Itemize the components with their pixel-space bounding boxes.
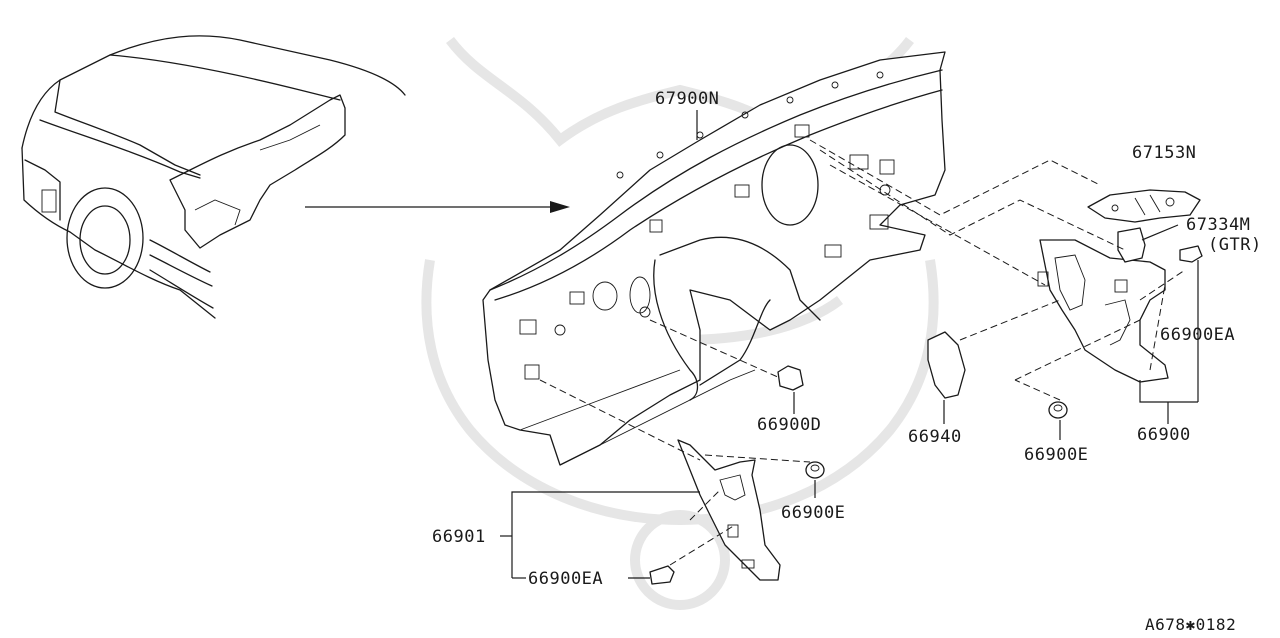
- label-67334M: 67334M: [1186, 215, 1250, 235]
- label-66940: 66940: [908, 427, 962, 447]
- grommet-66900E-right: [1048, 401, 1068, 419]
- label-67900N: 67900N: [655, 89, 719, 109]
- side-trim-panel-66901: [677, 439, 781, 581]
- label-66900E-right: 66900E: [1024, 445, 1088, 465]
- label-66900: 66900: [1137, 425, 1191, 445]
- clip-66900EA-right: [1179, 245, 1203, 263]
- reference-code: A678✱0182: [1145, 615, 1236, 634]
- label-66900E-left: 66900E: [781, 503, 845, 523]
- clip-67334M: [1117, 227, 1146, 263]
- bracket-67153N: [1087, 189, 1201, 223]
- label-66900EA-left: 66900EA: [528, 569, 603, 589]
- leader-lines: [500, 110, 1199, 579]
- label-66901: 66901: [432, 527, 486, 547]
- label-67153N: 67153N: [1132, 143, 1196, 163]
- clip-66900D: [777, 365, 804, 391]
- label-66900EA-right: 66900EA: [1160, 325, 1235, 345]
- vehicle-overview-sketch: [21, 35, 406, 319]
- clip-66900EA-left: [649, 565, 675, 585]
- grommet-66900E-left: [805, 461, 825, 479]
- location-arrow: [305, 201, 570, 213]
- label-gtr: (GTR): [1208, 235, 1262, 255]
- dash-insulator-67900N: [482, 51, 946, 466]
- assembly-lines: [539, 139, 1186, 566]
- side-trim-panel-66900: [1037, 239, 1169, 383]
- cover-66940: [927, 331, 966, 399]
- label-66900D: 66900D: [757, 415, 821, 435]
